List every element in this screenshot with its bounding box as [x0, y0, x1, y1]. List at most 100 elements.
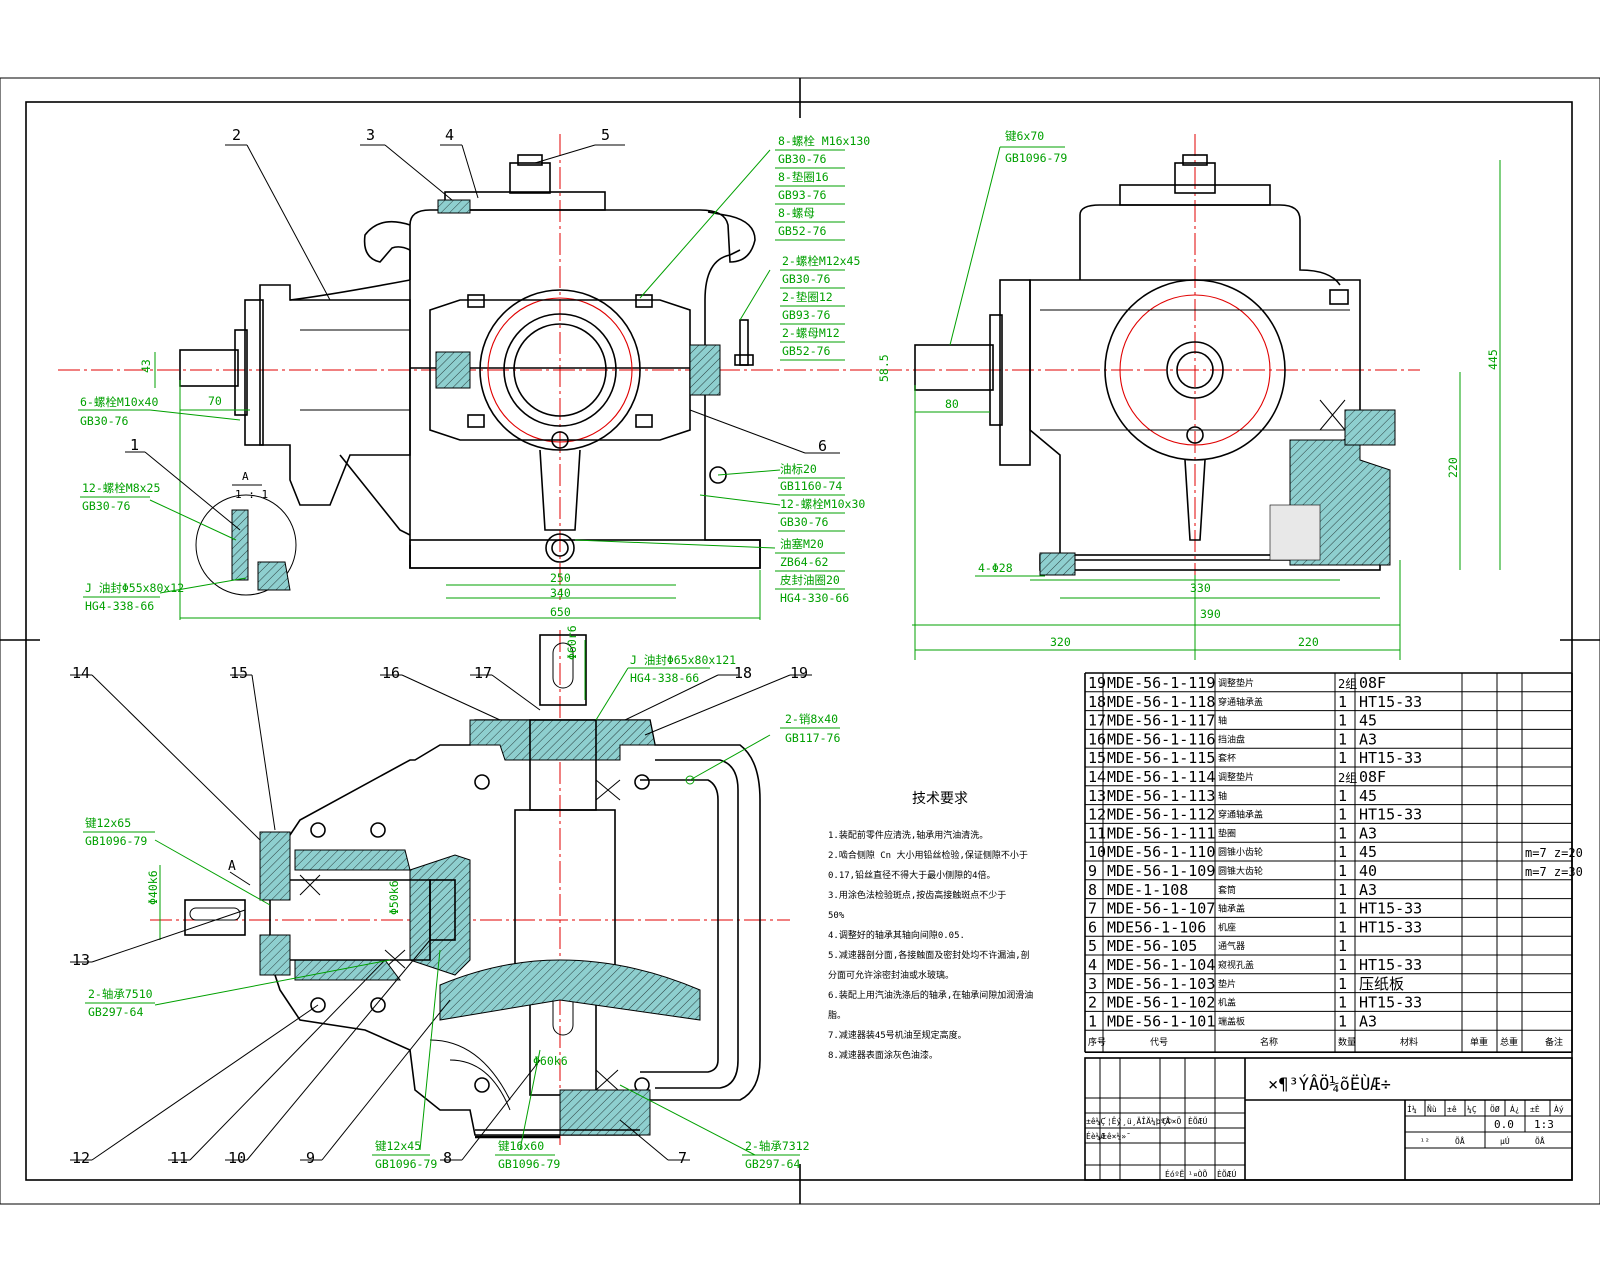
- bom-code: MDE-56-1-116: [1107, 730, 1215, 748]
- callout-side-1: 键6x70: [1005, 129, 1044, 143]
- balloon-16: 16: [382, 664, 400, 682]
- bom-no: 10: [1088, 843, 1106, 861]
- title-block: ×¶³ÝÂÖ¼õËÙÆ÷ ±ê¼Ç ´¦Êý ¸ü¸ÄÎÄ¼þºÅ Ç©×Ö È…: [1084, 1057, 1573, 1181]
- tech-line-4: 3.用涂色法检验斑点,按齿高接触斑点不少于: [828, 889, 1006, 901]
- bom-no: 17: [1088, 712, 1106, 730]
- callout-plan-13: 2-轴承7312: [745, 1139, 810, 1153]
- callout-front-18: GB30-76: [780, 515, 829, 529]
- tb-sheet-total-unit: ÕÅ: [1455, 1135, 1465, 1146]
- bom-header: 总重: [1500, 1036, 1518, 1048]
- callout-plan-6: GB1096-79: [85, 834, 147, 848]
- callout-front-16: GB1160-74: [780, 479, 842, 493]
- detail-scale: 1 : 1: [235, 488, 268, 501]
- bom-no: 7: [1088, 900, 1097, 918]
- bom-material: A3: [1359, 730, 1377, 748]
- tb-sheet-no-unit: ÕÅ: [1535, 1135, 1545, 1146]
- dim-445: 445: [1486, 349, 1500, 370]
- bom-code: MDE-56-1-101: [1107, 1012, 1215, 1030]
- callout-front-23: 12-螺栓M8x25: [82, 481, 160, 495]
- bom-qty: 1: [1338, 881, 1347, 899]
- tb-label-9: ¹¤ÒÕ: [1188, 1168, 1207, 1179]
- bom-name: 轴: [1218, 790, 1227, 802]
- callout-plan-1: J 油封Φ65x80x121: [630, 653, 736, 667]
- callout-front-1: 8-螺栓 M16x130: [778, 134, 870, 148]
- bom-code: MDE-56-1-107: [1107, 900, 1215, 918]
- dim-58-5: 58.5: [877, 354, 891, 382]
- bom-qty: 2组: [1338, 677, 1357, 691]
- tb-scale: 1:3: [1534, 1118, 1554, 1131]
- bom-no: 6: [1088, 918, 1097, 936]
- balloon-12: 12: [72, 1149, 90, 1167]
- balloon-13: 13: [72, 951, 90, 969]
- tb-label-6: Éè¼Æ: [1086, 1130, 1105, 1141]
- bom-name: 调整垫片: [1218, 771, 1254, 783]
- tech-line-8: 分面可允许涂密封油或水玻璃。: [828, 969, 954, 981]
- bom-name: 轴: [1218, 715, 1227, 727]
- balloon-3: 3: [366, 126, 375, 144]
- bom-name: 圆锥大齿轮: [1218, 865, 1263, 877]
- dim-340: 340: [550, 586, 571, 600]
- dim-330: 330: [1190, 581, 1211, 595]
- callout-plan-11: 键16x60: [498, 1139, 544, 1153]
- bom-no: 5: [1088, 937, 1097, 955]
- callout-plan-3: 2-销8x40: [785, 712, 838, 726]
- bom-name: 穿通轴承盖: [1218, 809, 1263, 821]
- bom-name: 端盖板: [1218, 1015, 1245, 1027]
- bom-material: A3: [1359, 1012, 1377, 1030]
- callout-plan-2: HG4-338-66: [630, 671, 699, 685]
- balloon-1: 1: [130, 436, 139, 454]
- bom-code: MDE-56-1-102: [1107, 994, 1215, 1012]
- dim-70: 70: [208, 394, 222, 408]
- tech-line-9: 6.装配上用汽油洗涤后的轴承,在轴承间隙加润滑油: [828, 989, 1033, 1001]
- tb-label-10: ÈÕÆÚ: [1217, 1168, 1236, 1179]
- bom-code: MDE-56-1-104: [1107, 956, 1215, 974]
- tech-line-6: 4.调整好的轴承其轴向间隙0.05.: [828, 929, 965, 941]
- balloon-14: 14: [72, 664, 90, 682]
- bom-name: 套筒: [1218, 884, 1236, 896]
- bom-no: 11: [1088, 824, 1106, 842]
- sheet-border: [0, 77, 1600, 1205]
- bom-material: HT15-33: [1359, 693, 1422, 711]
- tb-weight: 0.0: [1494, 1118, 1514, 1131]
- callout-side-3: 4-Φ28: [978, 561, 1013, 575]
- plan-view: A Φ40k6 Φ50k6 Φ60r6 Φ60k6: [146, 625, 790, 1145]
- bom-qty: 1: [1338, 693, 1347, 711]
- bom-name: 圆锥小齿轮: [1218, 846, 1263, 858]
- balloon-19: 19: [790, 664, 808, 682]
- tb-label-8: ÉóºË: [1165, 1168, 1184, 1179]
- bom-no: 8: [1088, 881, 1097, 899]
- bom-code: MDE-56-1-111: [1107, 824, 1215, 842]
- callout-front-20: ZB64-62: [780, 555, 828, 569]
- balloon-10: 10: [228, 1149, 246, 1167]
- bom-no: 13: [1088, 787, 1106, 805]
- side-view: 58.5 80 445 220 330 390 320 220 键6x70 GB…: [877, 129, 1501, 660]
- tech-line-10: 脂。: [828, 1009, 846, 1021]
- callout-front-9: 2-垫圈12: [782, 290, 833, 304]
- bom-no: 18: [1088, 693, 1106, 711]
- callout-front-12: GB52-76: [782, 344, 831, 358]
- bom-no: 12: [1088, 806, 1106, 824]
- drawing-title: ×¶³ÝÂÖ¼õËÙÆ÷: [1268, 1073, 1391, 1095]
- bom-header: 序号: [1088, 1036, 1106, 1048]
- bom-material: HT15-33: [1359, 806, 1422, 824]
- tech-line-11: 7.减速器装45号机油至规定高度。: [828, 1029, 967, 1041]
- bom-material: HT15-33: [1359, 900, 1422, 918]
- bom-code: MDE-56-1-103: [1107, 975, 1215, 993]
- bom-no: 15: [1088, 749, 1106, 767]
- callout-front-7: 2-螺栓M12x45: [782, 254, 860, 268]
- bom-code: MDE-56-1-112: [1107, 806, 1215, 824]
- bom-no: 16: [1088, 730, 1106, 748]
- bom-code: MDE-56-1-115: [1107, 749, 1215, 767]
- bom-name: 机座: [1218, 921, 1236, 933]
- bom-qty: 1: [1338, 918, 1347, 936]
- dim-dia60k6: Φ60k6: [533, 1054, 568, 1068]
- bom-no: 3: [1088, 975, 1097, 993]
- callout-front-24: GB30-76: [82, 499, 131, 513]
- bom-material: HT15-33: [1359, 749, 1422, 767]
- dim-43: 43: [139, 359, 153, 373]
- front-callouts: 8-螺栓 M16x130 GB30-76 8-垫圈16 GB93-76 8-螺母…: [78, 134, 870, 613]
- callout-front-15: 油标20: [780, 462, 817, 476]
- callout-plan-7: 2-轴承7510: [88, 987, 153, 1001]
- bom-qty: 1: [1338, 1012, 1347, 1030]
- bom-material: 08F: [1359, 768, 1386, 786]
